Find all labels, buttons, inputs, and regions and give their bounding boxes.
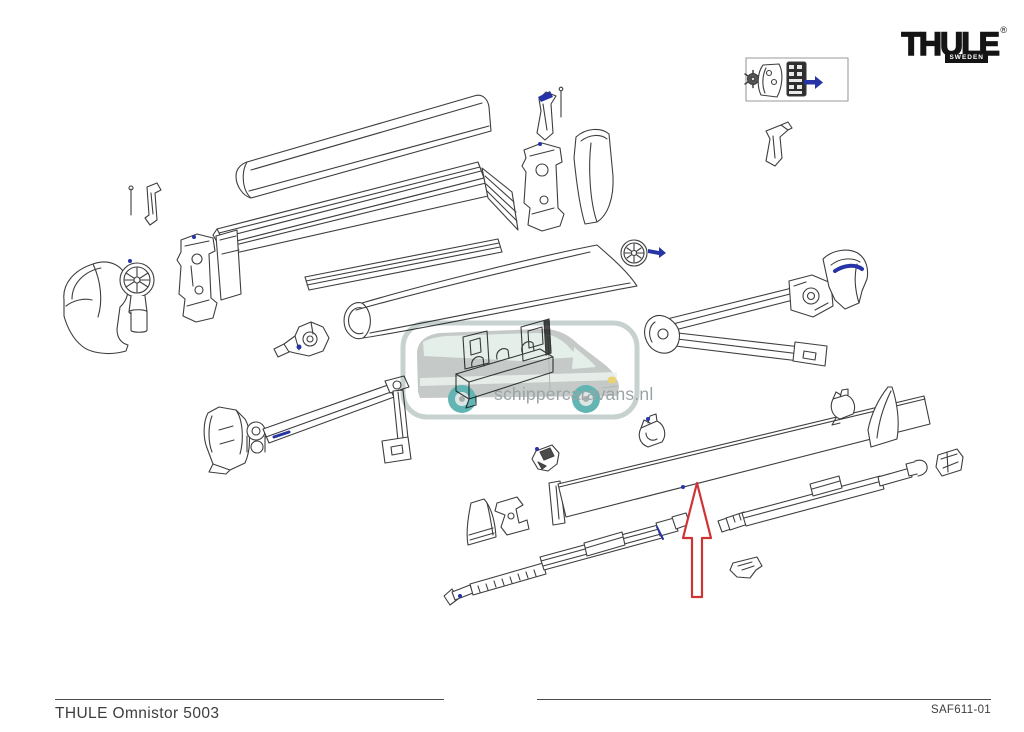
inset-plate-icon bbox=[757, 63, 783, 98]
part-corner-bracket bbox=[494, 496, 530, 536]
part-small-bracket bbox=[144, 182, 162, 226]
part-fabric-roll bbox=[343, 244, 638, 340]
part-tension-rafter-center bbox=[443, 512, 691, 606]
thule-logo: THULE ® SWEDEN bbox=[888, 25, 1007, 63]
part-left-gearbox bbox=[176, 229, 242, 323]
inset-switch-icon bbox=[786, 61, 807, 97]
part-center-gear-knob bbox=[620, 239, 648, 267]
part-mounting-pin bbox=[128, 185, 134, 216]
part-left-spring-arm bbox=[203, 375, 412, 475]
part-tension-rafter-right bbox=[717, 459, 928, 533]
footer-rule-left bbox=[55, 699, 444, 700]
blue-stroke-marks bbox=[272, 263, 864, 540]
inset-box bbox=[745, 57, 849, 102]
part-right-end-cap bbox=[573, 128, 614, 225]
direction-arrow bbox=[681, 481, 713, 599]
part-left-end-cap bbox=[63, 261, 129, 355]
part-claw-bracket bbox=[638, 413, 666, 448]
part-right-spring-arm bbox=[644, 274, 834, 367]
part-side-fin-plate bbox=[867, 386, 899, 448]
part-left-gear-knob bbox=[119, 262, 155, 333]
part-lead-rail-extrusion bbox=[304, 238, 503, 291]
registered-mark: ® bbox=[1000, 25, 1007, 35]
part-upper-pin bbox=[558, 86, 564, 118]
drawing-code: SAF611-01 bbox=[930, 704, 991, 716]
part-crank-joint bbox=[273, 321, 330, 358]
thule-logo-subtext: SWEDEN bbox=[945, 53, 988, 63]
part-claw-bracket-right bbox=[830, 388, 856, 426]
part-end-clamp bbox=[935, 448, 964, 477]
part-lead-rail-panel bbox=[548, 395, 931, 526]
part-fixing-plate bbox=[466, 498, 497, 546]
part-foot-bracket bbox=[729, 556, 763, 579]
footer-rule-right bbox=[537, 699, 991, 700]
part-right-gearbox bbox=[521, 142, 565, 232]
product-title: THULE Omnistor 5003 bbox=[55, 705, 220, 722]
blue-marks bbox=[128, 76, 823, 598]
part-adapter-bracket bbox=[765, 121, 793, 167]
part-clamp-block bbox=[531, 444, 560, 472]
part-case-profile bbox=[212, 161, 519, 255]
part-wall-mount-bracket bbox=[455, 318, 554, 409]
part-top-cover-profile bbox=[235, 94, 492, 199]
